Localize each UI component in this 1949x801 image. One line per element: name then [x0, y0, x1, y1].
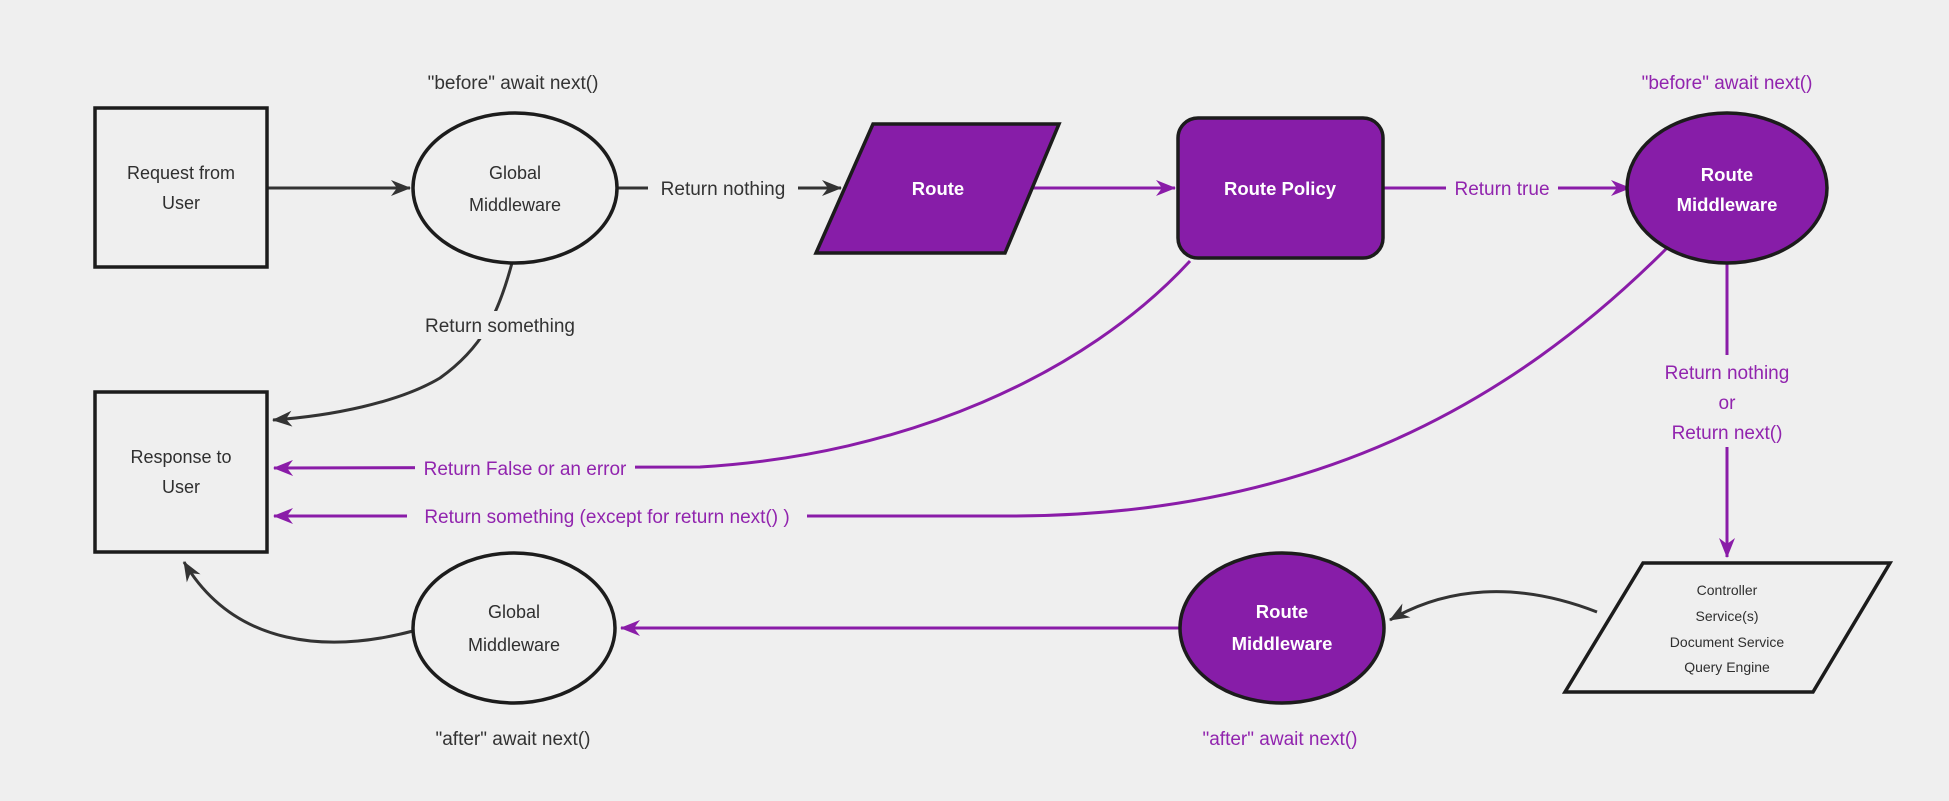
- edge-label-bg: [1446, 174, 1558, 202]
- edge-label-return-something-except: Return something (except for return next…: [424, 507, 789, 528]
- route-policy-shape: [1176, 116, 1385, 260]
- edge-label-bg: [418, 311, 583, 339]
- edge-return-something: [272, 262, 514, 427]
- edge-label-return-true: Return true: [1454, 179, 1549, 200]
- route-middleware-top-node: Route Middleware: [1625, 111, 1829, 265]
- edge-controller-to-route-middleware: [1389, 590, 1598, 622]
- controller-stack-label: Controller: [1697, 582, 1758, 598]
- global-middleware-bottom-label: Middleware: [468, 635, 560, 655]
- controller-stack-shape: [1561, 561, 1894, 694]
- global-middleware-top-shape: [411, 111, 619, 265]
- controller-stack-label: Service(s): [1695, 608, 1758, 624]
- request-from-user-label: User: [162, 193, 200, 213]
- route-middleware-top-shape: [1625, 111, 1829, 265]
- route-middleware-top-label: Middleware: [1677, 194, 1778, 215]
- edge-label-return-nothing-line: Return nothing: [1665, 363, 1790, 384]
- edge-label-bg: [1647, 355, 1807, 447]
- edge-global-middleware-to-response: [182, 561, 414, 644]
- annotation-after-await-next-route: "after" await next(): [1203, 729, 1358, 750]
- global-middleware-top-label: Middleware: [469, 195, 561, 215]
- route-middleware-bottom-node: Route Middleware: [1178, 551, 1386, 705]
- controller-stack-label: Query Engine: [1684, 659, 1770, 675]
- route-label: Route: [912, 178, 964, 199]
- response-to-user-node: Response to User: [93, 390, 269, 554]
- controller-stack-label: Document Service: [1670, 634, 1785, 650]
- edge-label-bg: [407, 502, 807, 530]
- route-middleware-top-label: Route: [1701, 164, 1753, 185]
- route-middleware-bottom-label: Route: [1256, 601, 1308, 622]
- controller-stack-node: Controller Service(s) Document Service Q…: [1561, 561, 1894, 694]
- edge-label-return-false-or-error: Return False or an error: [424, 459, 627, 480]
- route-policy-label: Route Policy: [1224, 178, 1337, 199]
- annotation-before-await-next-route: "before" await next(): [1642, 73, 1813, 94]
- request-from-user-shape: [93, 106, 269, 269]
- route-middleware-bottom-shape: [1178, 551, 1386, 705]
- annotations: "before" await next() "before" await nex…: [428, 73, 1813, 750]
- route-middleware-bottom-label: Middleware: [1232, 633, 1333, 654]
- edge-labels: Return nothing Return true Return someth…: [407, 174, 1807, 530]
- edge-label-bg: [648, 174, 798, 202]
- request-from-user-node: Request from User: [93, 106, 269, 269]
- edge-label-return-nothing: Return nothing: [661, 179, 786, 200]
- request-from-user-label: Request from: [127, 163, 235, 183]
- response-to-user-label: Response to: [130, 447, 231, 467]
- global-middleware-top-label: Global: [489, 163, 541, 183]
- annotation-after-await-next-global: "after" await next(): [436, 729, 591, 750]
- global-middleware-bottom-shape: [411, 551, 617, 705]
- route-policy-node: Route Policy: [1176, 116, 1385, 260]
- route-shape: [813, 122, 1062, 255]
- edge-label-return-next-line: Return next(): [1672, 423, 1783, 444]
- global-middleware-top-node: Global Middleware: [411, 111, 619, 265]
- edge-label-return-something: Return something: [425, 316, 575, 337]
- edges: [182, 180, 1735, 644]
- edge-label-bg: [415, 454, 635, 482]
- edge-return-false-or-error: [273, 259, 1192, 476]
- edge-label-or-line: or: [1719, 393, 1737, 414]
- response-to-user-shape: [93, 390, 269, 554]
- annotation-before-await-next-global: "before" await next(): [428, 73, 599, 94]
- route-node: Route: [813, 122, 1062, 255]
- global-middleware-bottom-label: Global: [488, 602, 540, 622]
- edge-return-something-except: [273, 246, 1669, 524]
- response-to-user-label: User: [162, 477, 200, 497]
- global-middleware-bottom-node: Global Middleware: [411, 551, 617, 705]
